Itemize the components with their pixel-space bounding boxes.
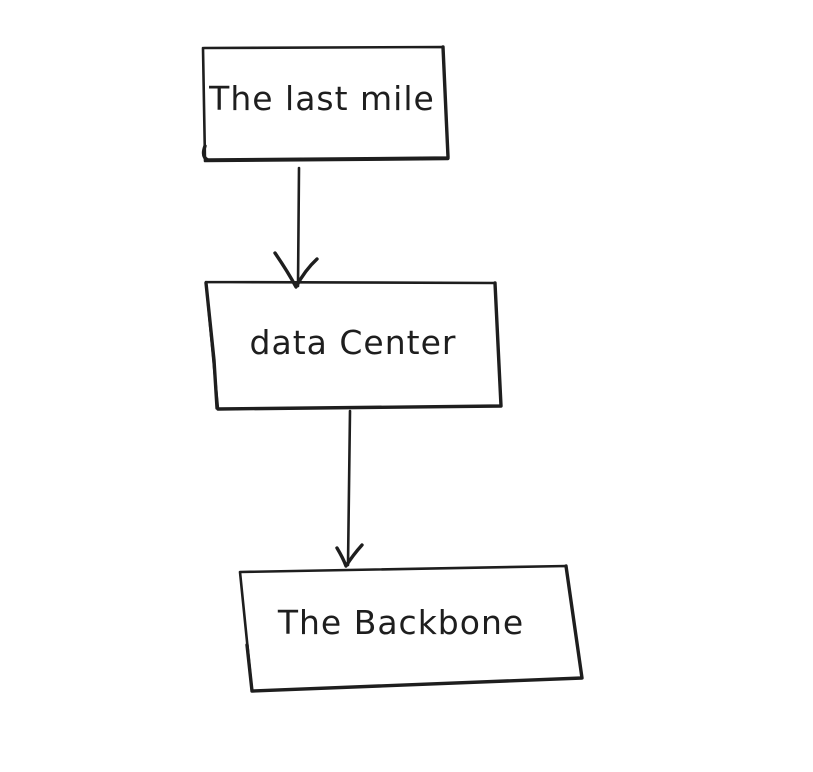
node-backbone-box-accent bbox=[245, 564, 584, 693]
node-data-center-box-accent bbox=[204, 281, 503, 411]
arrowhead-icon bbox=[273, 251, 319, 289]
arrowhead-icon bbox=[335, 543, 364, 568]
node-data-center-label: data Center bbox=[250, 323, 457, 362]
node-backbone-label: The Backbone bbox=[277, 603, 524, 642]
node-last-mile-label: The last mile bbox=[208, 79, 435, 118]
node-backbone[interactable]: The Backbone bbox=[238, 564, 584, 693]
node-last-mile-box-accent bbox=[201, 45, 450, 162]
node-last-mile[interactable]: The last mile bbox=[201, 45, 450, 163]
edge-line bbox=[346, 409, 352, 567]
edge-line bbox=[296, 166, 301, 288]
node-data-center[interactable]: data Center bbox=[204, 280, 503, 411]
edge-last-mile-to-data-center bbox=[273, 166, 319, 289]
edge-data-center-to-backbone bbox=[335, 409, 364, 568]
